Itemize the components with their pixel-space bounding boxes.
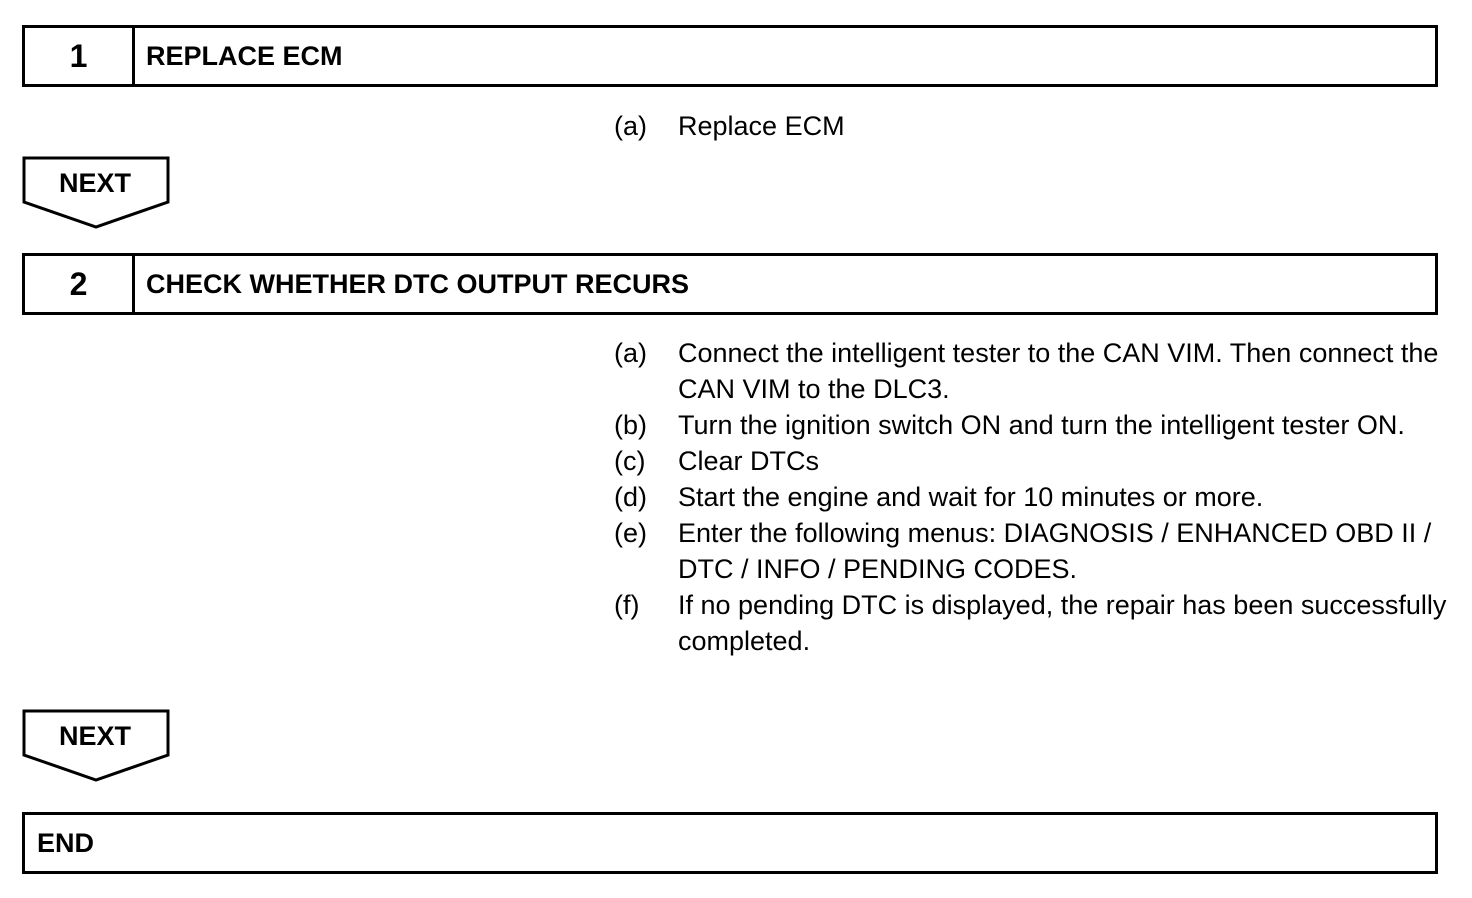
step-2-title: CHECK WHETHER DTC OUTPUT RECURS <box>146 268 689 299</box>
next-arrow-1: NEXT <box>22 156 170 230</box>
instruction-item: (a) Replace ECM <box>614 108 1454 144</box>
end-label: END <box>37 827 95 858</box>
step-2-instructions: (a) Connect the intelligent tester to th… <box>614 335 1454 659</box>
instruction-text: Turn the ignition switch ON and turn the… <box>678 410 1405 440</box>
instruction-text: Enter the following menus: DIAGNOSIS / E… <box>678 518 1432 584</box>
instruction-item: (d) Start the engine and wait for 10 min… <box>614 479 1454 515</box>
next-arrow-2: NEXT <box>22 709 170 783</box>
next-label: NEXT <box>58 168 131 198</box>
next-arrow-shape <box>22 156 170 229</box>
step-2-header: 2 CHECK WHETHER DTC OUTPUT RECURS <box>22 253 1438 315</box>
step-1-instructions: (a) Replace ECM <box>614 108 1454 144</box>
next-arrow-shape <box>22 709 170 782</box>
instruction-letter: (a) <box>614 338 647 368</box>
instruction-item: (a) Connect the intelligent tester to th… <box>614 335 1454 407</box>
end-box: END <box>22 812 1438 874</box>
instruction-letter: (e) <box>614 518 647 548</box>
next-label: NEXT <box>58 721 131 751</box>
instruction-item: (c) Clear DTCs <box>614 443 1454 479</box>
instruction-letter: (d) <box>614 482 647 512</box>
step-2-number: 2 <box>25 256 135 312</box>
instruction-item: (e) Enter the following menus: DIAGNOSIS… <box>614 515 1454 587</box>
instruction-text: Start the engine and wait for 10 minutes… <box>678 482 1264 512</box>
instruction-item: (f) If no pending DTC is displayed, the … <box>614 587 1454 659</box>
step-1-header: 1 REPLACE ECM <box>22 25 1438 87</box>
step-1-number: 1 <box>25 28 135 84</box>
instruction-text: Connect the intelligent tester to the CA… <box>678 338 1439 404</box>
instruction-text: Clear DTCs <box>678 446 820 476</box>
instruction-letter: (a) <box>614 111 647 141</box>
instruction-letter: (c) <box>614 446 646 476</box>
instruction-letter: (b) <box>614 410 647 440</box>
instruction-letter: (f) <box>614 590 640 620</box>
step-1-title: REPLACE ECM <box>146 40 343 71</box>
instruction-text: If no pending DTC is displayed, the repa… <box>678 590 1447 656</box>
instruction-item: (b) Turn the ignition switch ON and turn… <box>614 407 1454 443</box>
instruction-text: Replace ECM <box>678 111 845 141</box>
